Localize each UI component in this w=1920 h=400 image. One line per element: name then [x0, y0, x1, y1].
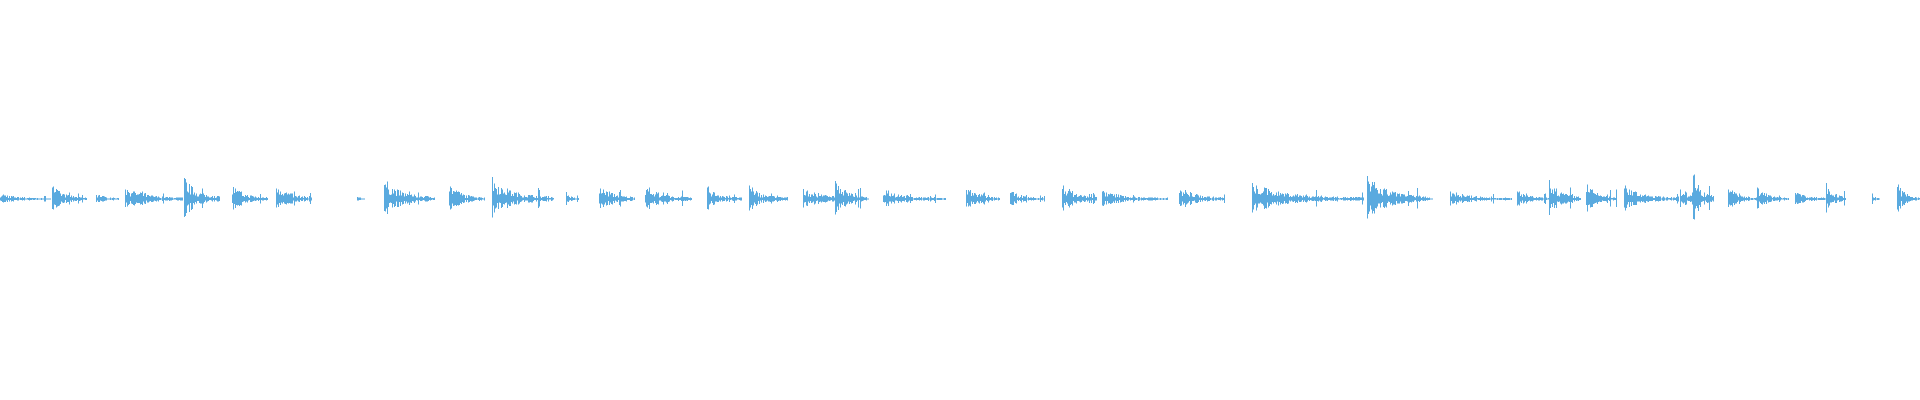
waveform-bars — [0, 174, 1920, 220]
